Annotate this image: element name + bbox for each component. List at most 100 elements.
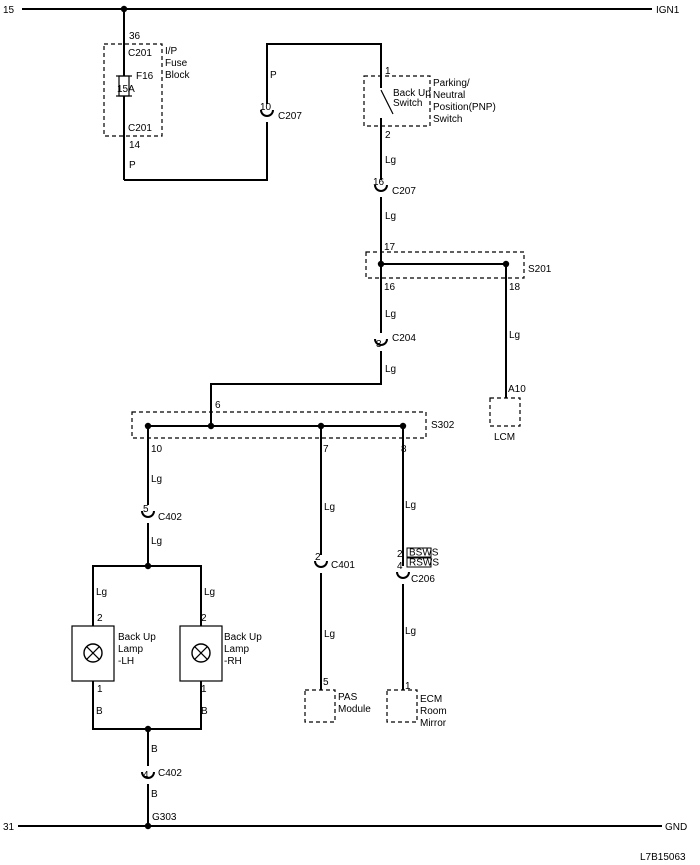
fuse-conn-top: C201 [128, 48, 152, 59]
s201-pin-out-2: 18 [509, 282, 521, 293]
s302-wire-a: Lg [151, 474, 162, 485]
s302-outline [131, 411, 427, 439]
c402-top-pin: 5 [143, 504, 149, 515]
pnp-inner-label-1: Back Up [393, 88, 431, 99]
pnp-pin-bottom: 2 [385, 130, 391, 141]
pnp-label-1: Parking/ [433, 78, 470, 89]
fuse-block: 36 C201 F16 15A I/P Fuse Block C201 14 P [103, 9, 190, 180]
s302-pin-b: 7 [323, 444, 329, 455]
lamp-lh-label-1: Back Up [118, 632, 156, 643]
ground-rail: 31 GND [3, 822, 687, 833]
s201-splice: 17 16 18 S201 Lg Lg [365, 242, 552, 398]
s302-splice: 6 10 7 8 S302 Lg Lg Lg [131, 400, 455, 566]
s201-pin-out-1: 16 [384, 282, 396, 293]
common-b-wire-label: B [151, 744, 158, 755]
fuse-conn-bottom: C201 [128, 123, 152, 134]
lamp-rh-pin-top: 2 [201, 613, 207, 624]
ign1-rail: 15 IGN1 [3, 5, 680, 16]
c207-top-name: C207 [278, 111, 302, 122]
pnp-switch-outline [363, 75, 431, 127]
c206-pin-a: 2 [397, 549, 403, 560]
s201-wire-2: Lg [509, 330, 520, 341]
c401-pin: 2 [315, 552, 321, 563]
lamp-rh-label-3: -RH [224, 656, 242, 667]
c402-top-wire-color: Lg [151, 536, 162, 547]
pas-label-2: Module [338, 704, 371, 715]
p-wire: P [124, 43, 382, 181]
lamp-lh-pin-bottom: 1 [97, 684, 103, 695]
ecm-label-1: ECM [420, 694, 442, 705]
lamp-lh-wire-top: Lg [96, 587, 107, 598]
c207-top-pin: 10 [260, 102, 272, 113]
ecm-pin: 1 [405, 681, 411, 692]
rail-15-label: 15 [3, 5, 15, 16]
pnp-label-4: Switch [433, 114, 462, 125]
lamp-rh-wire-bottom: B [201, 706, 208, 717]
p-wire-label: P [270, 70, 277, 81]
s201-name: S201 [528, 264, 552, 275]
ecm-room-mirror: 1 ECM Room Mirror [386, 681, 447, 729]
lamp-lh-pin-top: 2 [97, 613, 103, 624]
lamp-lh-label-2: Lamp [118, 644, 143, 655]
ecm-label-2: Room [420, 706, 447, 717]
lcm-pin: A10 [508, 384, 526, 395]
c206-connector: 2 4 BSWS RSWS C206 Lg [396, 547, 439, 690]
c206-tag-a: BSWS [409, 548, 439, 559]
c206-name: C206 [411, 574, 435, 585]
s302-wire-b: Lg [324, 502, 335, 513]
c206-tag-a-box [406, 547, 432, 558]
lamp-rh-label-1: Back Up [224, 632, 262, 643]
c206-wire-color: Lg [405, 626, 416, 637]
c402-bottom-wire-color: B [151, 789, 158, 800]
lamp-lh-label-3: -LH [118, 656, 134, 667]
s201-pin-in: 17 [384, 242, 396, 253]
lcm-name: LCM [494, 432, 515, 443]
c402-top-connector: 5 C402 Lg [92, 504, 202, 626]
pas-label-1: PAS [338, 692, 358, 703]
c206-pin-b: 4 [397, 561, 403, 572]
s302-pin-a: 10 [151, 444, 163, 455]
ecm-label-3: Mirror [420, 718, 447, 729]
c204-connector: 3 C204 Lg [210, 333, 416, 426]
c204-pin: 3 [376, 339, 382, 350]
pnp-switch: 1 2 Back Up Switch Parking/ Neutral Posi… [363, 66, 496, 180]
c401-wire-color: Lg [324, 629, 335, 640]
pas-pin: 5 [323, 677, 329, 688]
ground-g303-label: G303 [152, 812, 177, 823]
pas-outline [304, 689, 336, 723]
lamp-rh-label-2: Lamp [224, 644, 249, 655]
c401-name: C401 [331, 560, 355, 571]
c206-tag-b: RSWS [409, 558, 439, 569]
lcm-module: A10 LCM [489, 384, 526, 443]
lamp-rh-pin-bottom: 1 [201, 684, 207, 695]
lcm-outline [489, 397, 521, 427]
rail-gnd-label: GND [665, 822, 687, 833]
c207-mid-connector: 16 C207 Lg [373, 177, 416, 264]
lamp-rh-wire-top: Lg [204, 587, 215, 598]
c206-tag-b-box [406, 557, 432, 568]
fuse-name: F16 [136, 71, 154, 82]
c207-mid-name: C207 [392, 186, 416, 197]
c207-top-connector: 10 C207 [260, 102, 302, 122]
backup-lamp-lh: Lg 2 1 B Back Up Lamp -LH [71, 587, 156, 717]
c402-bottom-connector: 4 C402 B G303 [141, 768, 182, 826]
fuse-block-label-2: Fuse [165, 58, 188, 69]
pnp-label-2: Neutral [433, 90, 465, 101]
pnp-pin-top: 1 [385, 66, 391, 77]
pnp-wire-color: Lg [385, 155, 396, 166]
rail-31-label: 31 [3, 822, 15, 833]
fuse-block-label-3: Block [165, 70, 190, 81]
fuse-block-outline [103, 43, 163, 137]
c402-top-name: C402 [158, 512, 182, 523]
fuse-rating: 15A [117, 84, 135, 95]
pas-module: 5 PAS Module [304, 677, 371, 723]
pnp-label-3: Position(PNP) [433, 102, 496, 113]
c402-bottom-name: C402 [158, 768, 182, 779]
c207-mid-pin: 16 [373, 177, 385, 188]
s302-name: S302 [431, 420, 455, 431]
fuse-block-label-1: I/P [165, 46, 178, 57]
fuse-pin-top: 36 [129, 31, 141, 42]
ecm-outline [386, 689, 418, 723]
s201-outline [365, 251, 525, 279]
